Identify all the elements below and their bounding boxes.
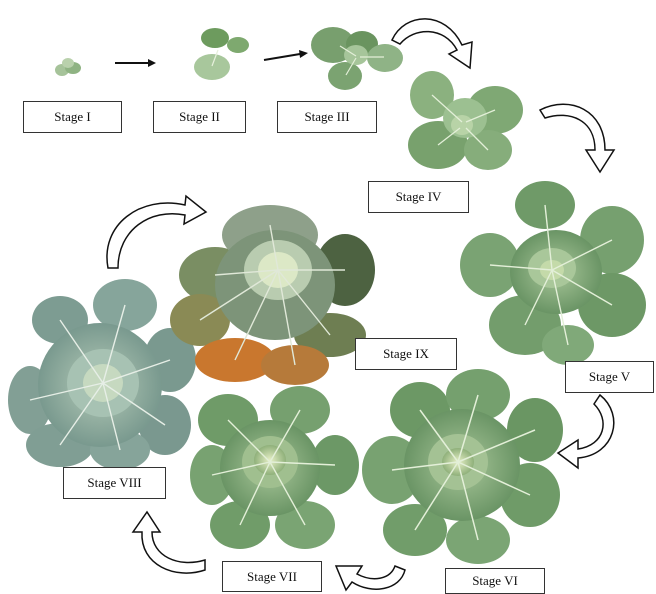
stage-label-2: Stage II — [153, 101, 246, 133]
arrow-stage-1-to-2 — [115, 59, 156, 67]
curved-arrow-stage-3-to-4 — [392, 19, 472, 68]
arrow-stage-2-to-3 — [264, 50, 308, 60]
plant-stage-8 — [8, 279, 196, 470]
curved-arrow-stage-4-to-5 — [540, 104, 614, 172]
plant-stage-5 — [460, 181, 646, 365]
curved-arrow-stage-5-to-6 — [558, 395, 614, 468]
plant-stage-9 — [170, 205, 375, 385]
plant-stage-7 — [190, 386, 359, 549]
stage-label-6: Stage VI — [445, 568, 545, 594]
plant-stage-2 — [194, 28, 249, 80]
stage-label-7: Stage VII — [222, 561, 322, 592]
curved-arrow-stage-6-to-7 — [336, 566, 405, 590]
curved-arrow-stage-7-to-8 — [133, 512, 205, 573]
plant-stage-1 — [55, 58, 81, 76]
stage-label-4: Stage IV — [368, 181, 469, 213]
plant-stage-4 — [408, 71, 523, 170]
stage-label-8: Stage VIII — [63, 467, 166, 499]
plant-stage-6 — [362, 369, 563, 564]
stage-label-3: Stage III — [277, 101, 377, 133]
stage-label-5: Stage V — [565, 361, 654, 393]
stage-label-1: Stage I — [23, 101, 122, 133]
stage-label-9: Stage IX — [355, 338, 457, 370]
plant-stage-3 — [311, 27, 403, 90]
